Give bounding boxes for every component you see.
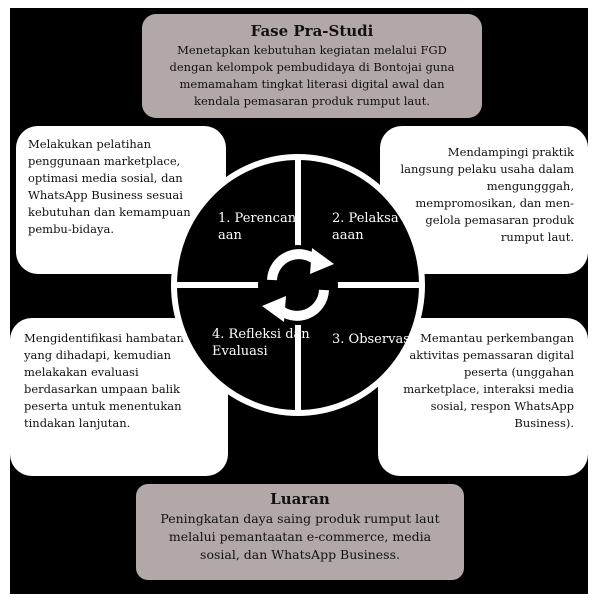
step-planning-label: 1. Perencan aan [218,211,297,243]
output-box: Luaran Peningkatan daya saing produk rum… [136,484,464,580]
pre-study-text: Menetapkan kebutuhan kegiatan melalui FG… [169,43,455,108]
observation-description: Memantau perkembangan aktivitas pemassar… [403,331,574,430]
planning-description-box: Melakukan pelatihan penggunaan marketpla… [16,126,226,274]
implementation-description-box: Mendampingi praktik langsung pelaku usah… [380,126,588,274]
implementation-description: Mendampingi praktik langsung pelaku usah… [400,145,574,244]
pre-study-title: Fase Pra-Studi [250,22,374,40]
step-implementation-label: 2. Pelaksa aaan [332,211,399,243]
reflection-description: Mengidentifikasi hambatan yang dihadapi,… [24,331,184,430]
observation-description-box: Memantau perkembangan aktivitas pemassar… [378,318,588,476]
pre-study-box: Fase Pra-Studi Menetapkan kebutuhan kegi… [142,14,482,118]
step-reflection-label: 4. Refleksi dan Evaluasi [212,327,310,359]
output-title: Luaran [270,490,330,508]
step-observation-label: 3. Observasi [332,332,415,347]
planning-description: Melakukan pelatihan penggunaan marketpla… [28,137,191,236]
cycle-circle [171,154,425,416]
refresh-cycle-icon [258,245,338,325]
output-text: Peningkatan daya saing produk rumput lau… [160,511,440,562]
